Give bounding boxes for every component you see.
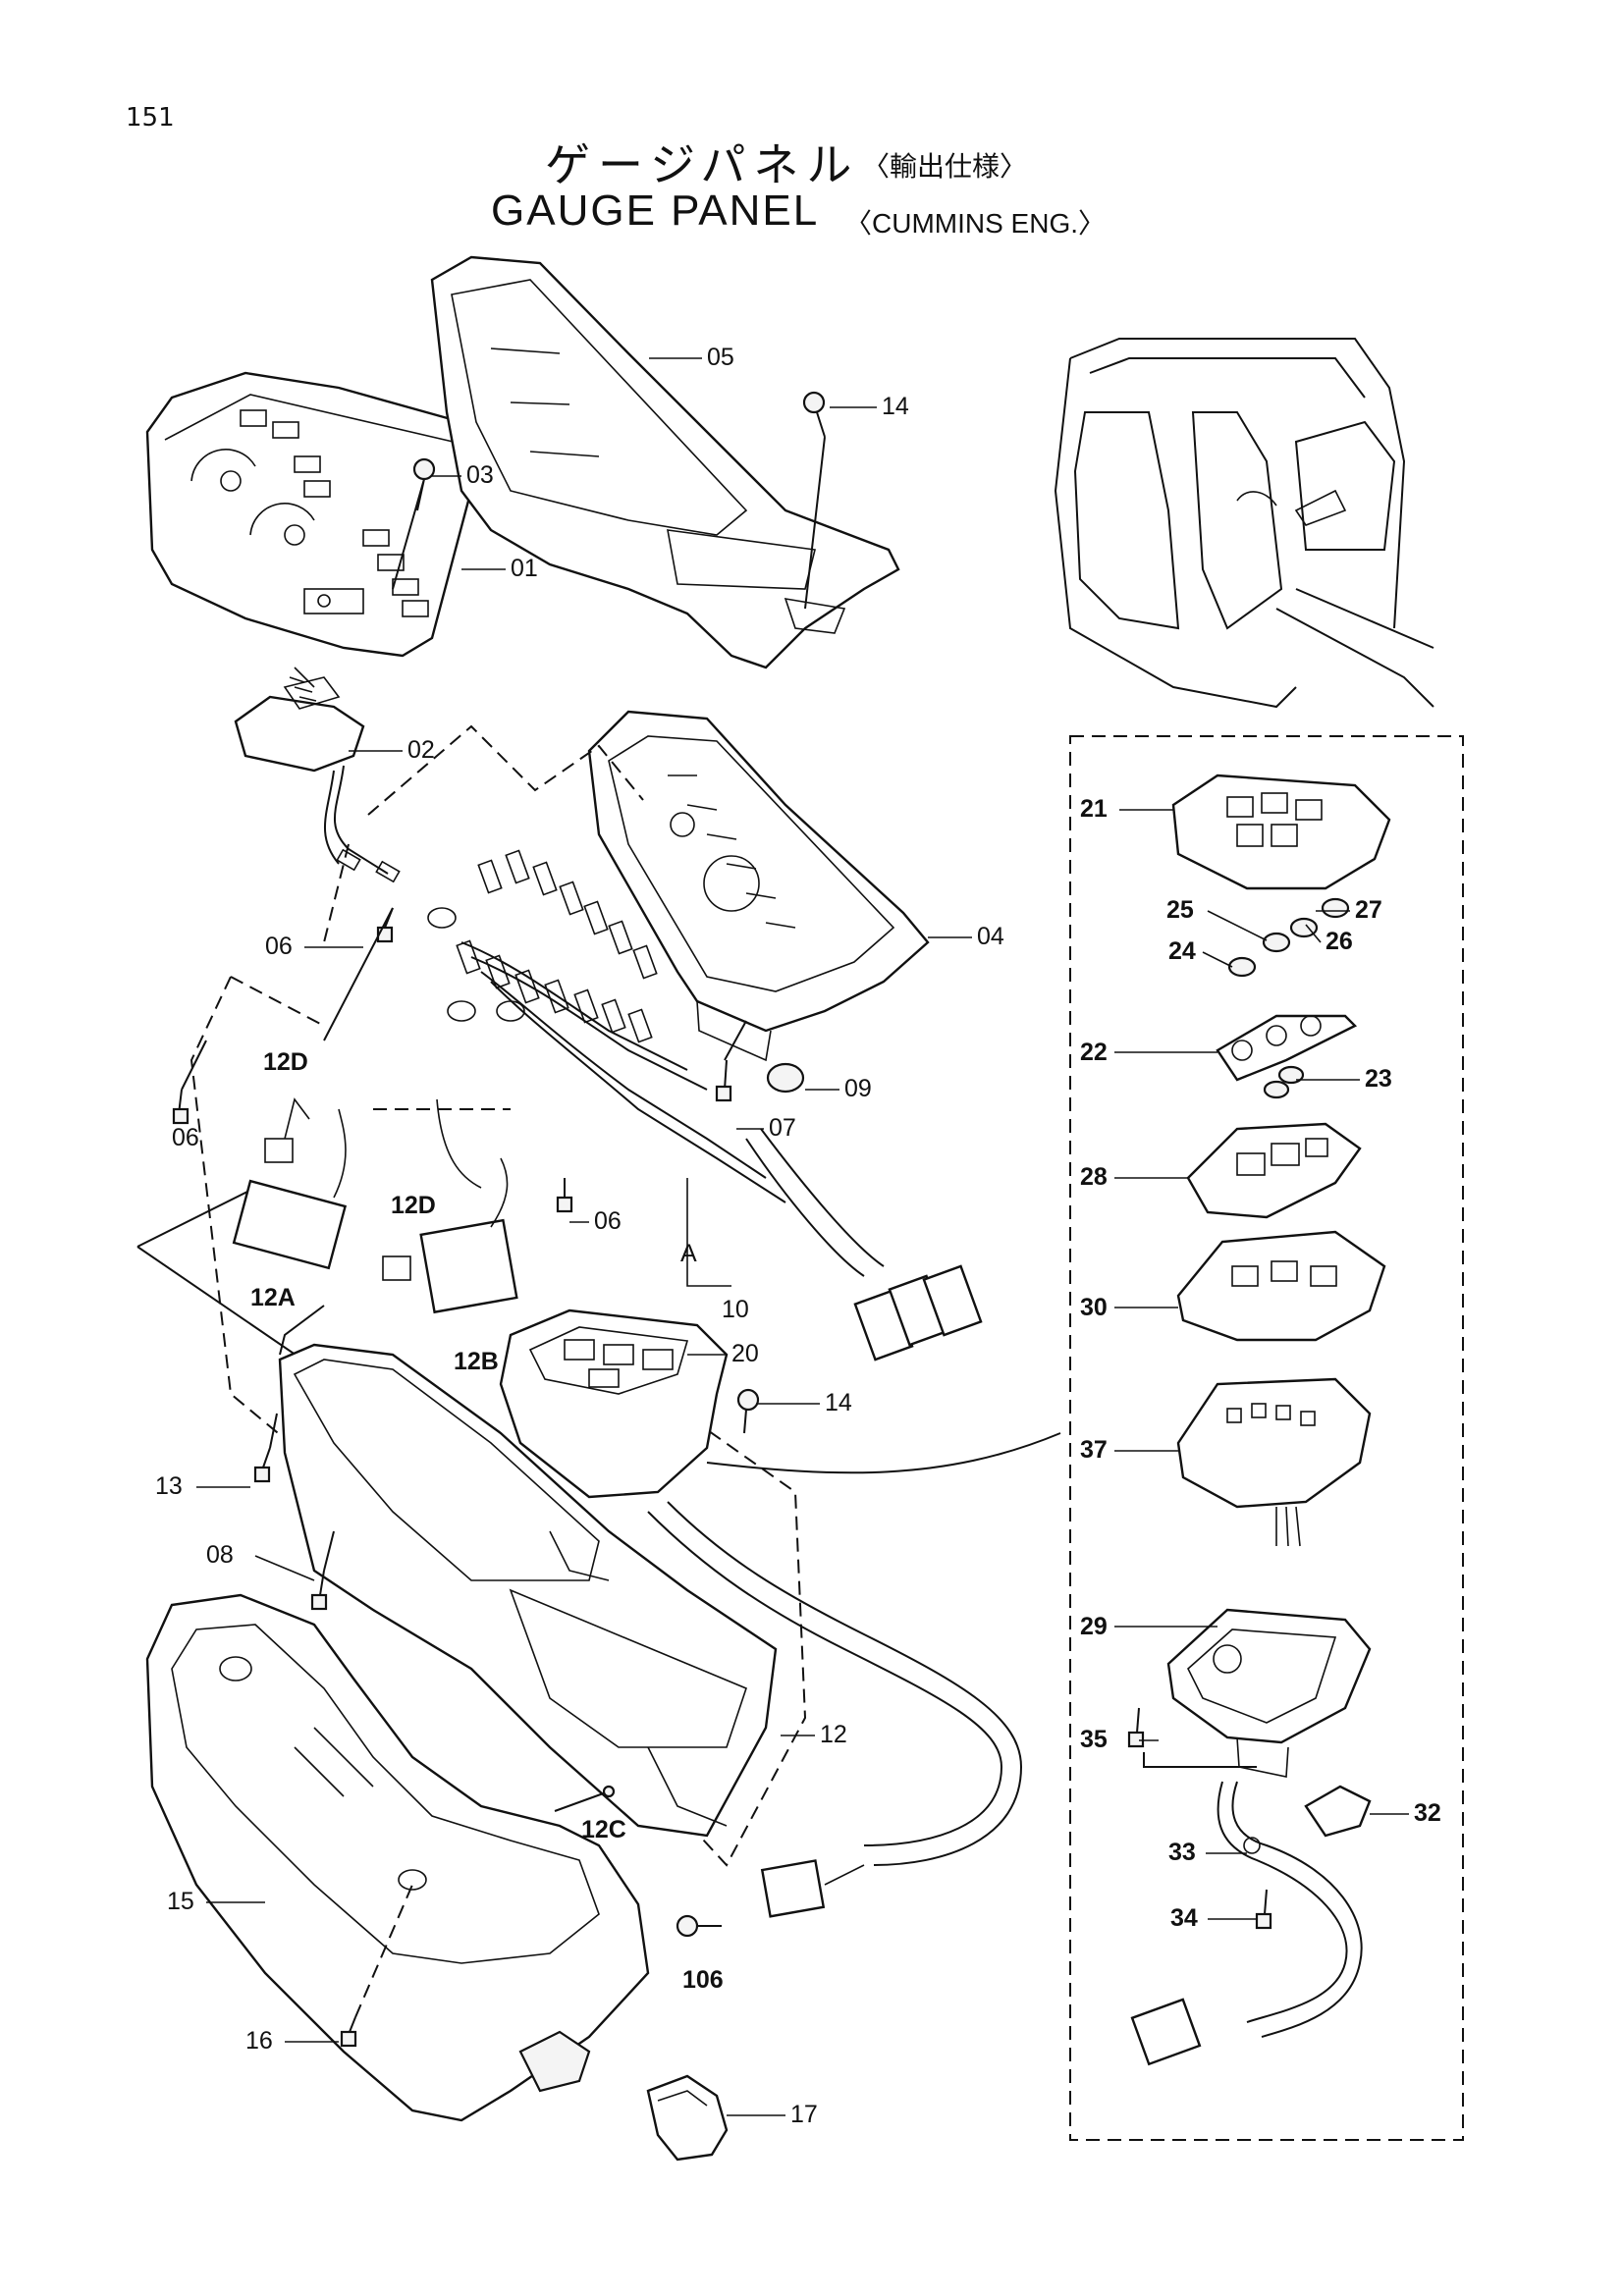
part-28 xyxy=(1186,1122,1362,1219)
callout-27: 27 xyxy=(1355,896,1382,924)
leader-lines xyxy=(196,357,1409,2116)
page-number: 151 xyxy=(126,103,175,133)
part-02-switch xyxy=(234,667,401,883)
callout-25: 25 xyxy=(1166,896,1194,924)
bolt-16 xyxy=(340,1884,413,2048)
fasteners xyxy=(172,391,1272,2048)
callout-12d-b: 12D xyxy=(391,1192,436,1219)
part-30 xyxy=(1176,1230,1386,1342)
callout-12a: 12A xyxy=(250,1284,296,1311)
callout-17: 17 xyxy=(790,2101,818,2128)
callout-16: 16 xyxy=(245,2027,273,2055)
title-english: GAUGE PANEL xyxy=(491,187,820,235)
callout-20: 20 xyxy=(731,1340,759,1367)
callout-33: 33 xyxy=(1168,1839,1196,1866)
callout-30: 30 xyxy=(1080,1294,1108,1321)
callout-labels: 05 14 03 01 02 04 06 12D 09 07 06 06 12D… xyxy=(155,344,1441,2128)
title-english-subtitle: 〈CUMMINS ENG.〉 xyxy=(844,208,1107,239)
part-21 xyxy=(1171,774,1391,890)
bolt-12c xyxy=(554,1785,616,1812)
callout-12b: 12B xyxy=(454,1348,499,1375)
callout-32: 32 xyxy=(1414,1799,1441,1827)
part-33-harness xyxy=(1130,1781,1363,2066)
callout-02: 02 xyxy=(407,736,435,764)
part-05-window-panel xyxy=(430,255,900,669)
part-01-gauge-plate xyxy=(145,371,481,658)
harness-connectors xyxy=(427,849,658,1043)
callout-37: 37 xyxy=(1080,1436,1108,1464)
callout-05: 05 xyxy=(707,344,734,371)
bolt-13 xyxy=(253,1413,278,1483)
callout-22: 22 xyxy=(1080,1039,1108,1066)
right-box-leader xyxy=(1143,1752,1257,1768)
part-15-console-cover xyxy=(145,1343,778,2122)
callout-12d-a: 12D xyxy=(263,1048,308,1076)
part-20-plug xyxy=(760,1859,865,1918)
callout-34: 34 xyxy=(1170,1904,1198,1932)
part-20-control-box xyxy=(499,1308,1061,1918)
bolt-14-top xyxy=(802,391,826,610)
title-japanese-subtitle: 〈輸出仕様〉 xyxy=(862,150,1028,183)
callout-15: 15 xyxy=(167,1888,194,1915)
part-10-harness xyxy=(323,724,983,1362)
bolt-08 xyxy=(310,1530,335,1611)
cab-inset xyxy=(1054,338,1434,709)
callout-06-c: 06 xyxy=(594,1207,622,1235)
part-12-bracket-assembly xyxy=(136,976,807,1867)
callout-04: 04 xyxy=(977,923,1004,950)
callout-12: 12 xyxy=(820,1721,847,1748)
callout-14-mid: 14 xyxy=(825,1389,852,1416)
bolt-106 xyxy=(676,1914,722,1938)
callout-23: 23 xyxy=(1365,1065,1392,1093)
bolt-14-mid xyxy=(736,1388,760,1434)
part-37 xyxy=(1176,1377,1372,1547)
callout-A: A xyxy=(680,1240,697,1267)
callout-10: 10 xyxy=(722,1296,749,1323)
parts-22-27-keypad xyxy=(1216,897,1358,1099)
callout-26: 26 xyxy=(1325,928,1353,955)
part-29 xyxy=(1166,1608,1372,1778)
bolt-35 xyxy=(1127,1707,1145,1748)
callout-106: 106 xyxy=(682,1966,724,1994)
callout-12c: 12C xyxy=(581,1816,626,1843)
title-japanese: ゲージパネル xyxy=(545,138,860,191)
harness-plug xyxy=(853,1264,983,1362)
part-12a-relay xyxy=(232,1097,348,1270)
callout-06-b: 06 xyxy=(172,1124,199,1151)
part-04-housing xyxy=(587,710,930,1094)
callout-14-top: 14 xyxy=(882,393,909,420)
callout-09: 09 xyxy=(844,1075,872,1102)
part-32 xyxy=(1304,1785,1372,1838)
callout-07: 07 xyxy=(769,1114,796,1142)
callout-35: 35 xyxy=(1080,1726,1108,1753)
callout-03: 03 xyxy=(466,461,494,489)
bolt-07 xyxy=(715,1020,747,1102)
bolt-06-a xyxy=(323,907,394,1041)
bolt-06-b xyxy=(172,1040,207,1125)
right-detail-box xyxy=(1069,735,1464,2141)
callout-08: 08 xyxy=(206,1541,234,1569)
callout-13: 13 xyxy=(155,1472,183,1500)
bolt-06-c xyxy=(556,1178,573,1213)
bolt-03 xyxy=(392,457,436,590)
callout-21: 21 xyxy=(1080,795,1108,823)
callout-01: 01 xyxy=(511,555,538,582)
callout-06-a: 06 xyxy=(265,933,293,960)
part-17-cover xyxy=(646,2074,729,2162)
callout-29: 29 xyxy=(1080,1613,1108,1640)
bolt-34 xyxy=(1255,1889,1272,1930)
callout-24: 24 xyxy=(1168,937,1196,965)
part-12b-relay xyxy=(279,1098,518,1356)
callout-28: 28 xyxy=(1080,1163,1108,1191)
